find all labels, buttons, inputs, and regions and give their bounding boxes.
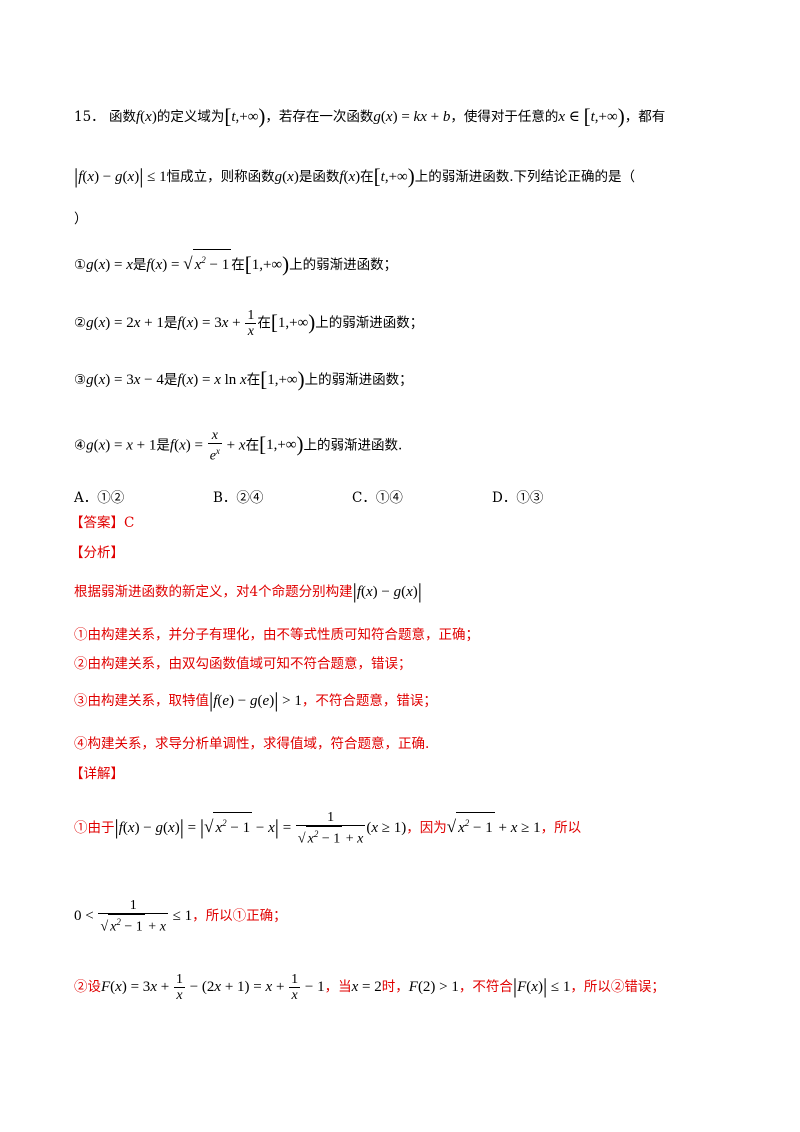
question-number: 15． bbox=[74, 109, 105, 125]
option-d[interactable]: D．①③ bbox=[492, 490, 544, 506]
statement-3: ③g(x) = 3x − 4是f(x) = x ln x在[1,+∞)上的弱渐进… bbox=[74, 367, 413, 391]
analysis-p3: ③由构建关系，取特值|f(e) − g(e)| > 1，不符合题意，错误； bbox=[74, 688, 437, 712]
detail-step-1: ①由于|f(x) − g(x)| = |√x2 − 1 − x| = 1√x2 … bbox=[74, 810, 582, 847]
analysis-intro: 根据弱渐进函数的新定义，对4个命题分别构建|f(x) − g(x)| bbox=[74, 579, 423, 603]
detail-step-2: 0 < 1√x2 − 1 + x ≤ 1，所以①正确； bbox=[74, 898, 287, 935]
option-c[interactable]: C．①④ bbox=[352, 490, 403, 506]
answer-label: 【答案】 bbox=[70, 515, 124, 531]
question-line-1: 15． 函数f(x)的定义域为[t,+∞)，若存在一次函数g(x) = kx +… bbox=[74, 104, 666, 128]
question-line-2: |f(x) − g(x)| ≤ 1恒成立，则称函数g(x)是函数f(x)在[t,… bbox=[74, 164, 636, 188]
detail-label: 【详解】 bbox=[70, 766, 124, 782]
analysis-label: 【分析】 bbox=[70, 545, 124, 561]
analysis-p4: ④构建关系，求导分析单调性，求得值域，符合题意，正确. bbox=[74, 736, 430, 752]
question-line-3: ） bbox=[74, 211, 88, 227]
answer-line: 【答案】C bbox=[70, 513, 134, 533]
analysis-p2: ②由构建关系，由双勾函数值域可知不符合题意，错误； bbox=[74, 656, 412, 672]
option-a[interactable]: A．①② bbox=[74, 490, 125, 506]
analysis-p1: ①由构建关系，并分子有理化，由不等式性质可知符合题意，正确； bbox=[74, 627, 479, 643]
option-b[interactable]: B．②④ bbox=[213, 490, 264, 506]
answer-value: C bbox=[124, 515, 135, 531]
